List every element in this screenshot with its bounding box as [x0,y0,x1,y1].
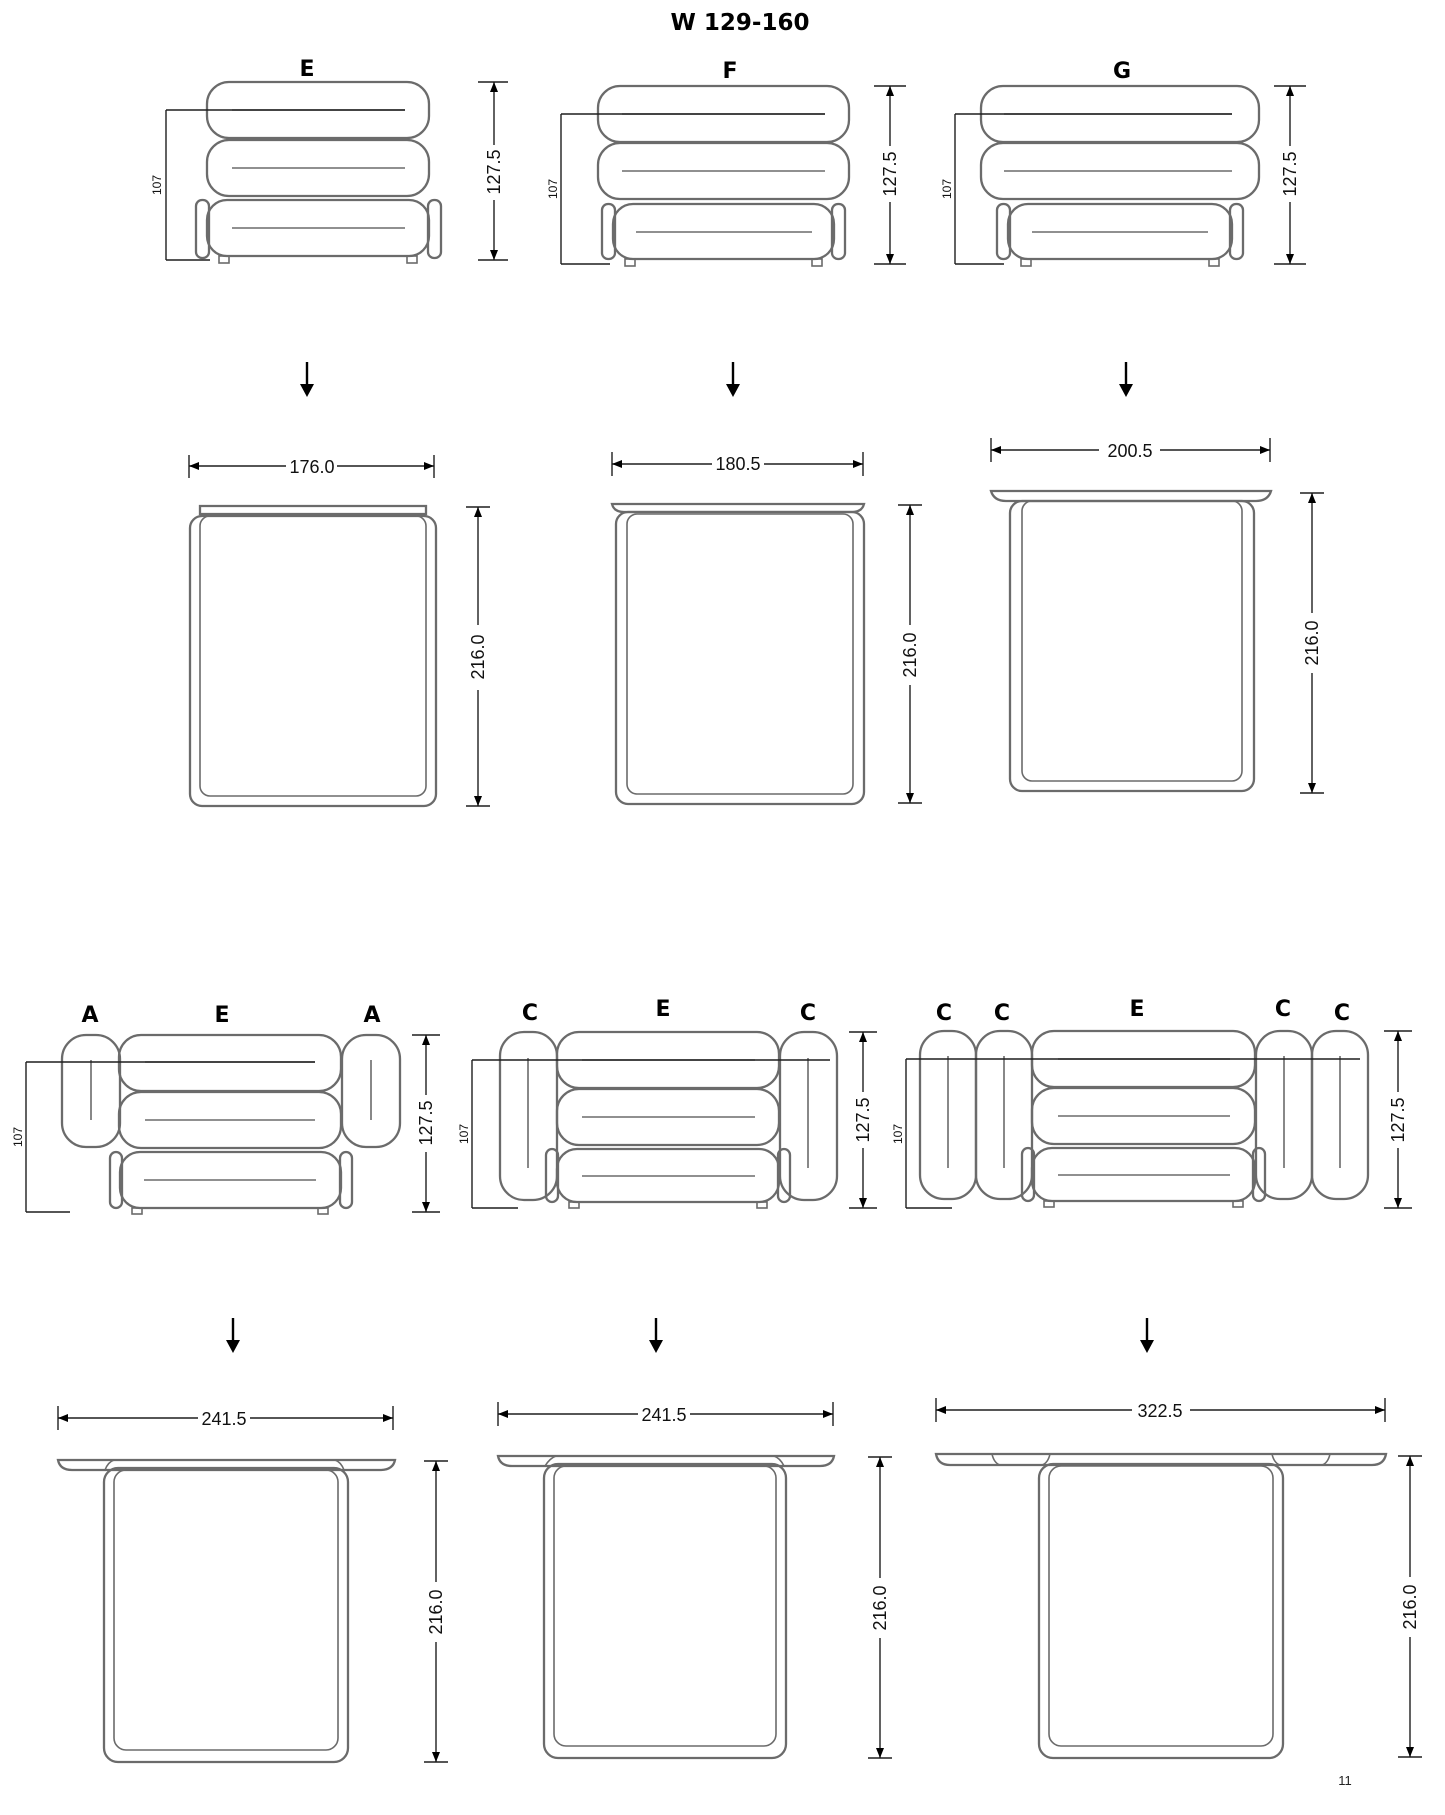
top-view-cec: 241.5 216.0 [496,1402,892,1760]
depth-f: 216.0 [900,632,920,677]
module-label-ccecc-c3: C [1275,997,1291,1022]
seat-height-e: 107 [150,175,164,195]
seat-height-g: 107 [940,179,954,199]
width-aea: 241.5 [201,1409,246,1429]
seat-height-cec: 107 [457,1124,471,1144]
module-label-ccecc-e: E [1129,997,1144,1022]
module-label-ccecc-c4: C [1334,1001,1350,1026]
depth-ccecc: 216.0 [1400,1584,1420,1629]
module-label-cec-c-left: C [522,1001,538,1026]
down-arrow-ccecc [1140,1318,1154,1353]
total-height-e: 127.5 [484,149,504,194]
total-height-g: 127.5 [1280,151,1300,196]
front-view-cec: C E C 107 127.5 [457,997,877,1209]
page-title: W 129-160 [671,10,810,36]
top-view-e: 176.0 216.0 [188,455,490,808]
down-arrow-cec [649,1318,663,1353]
down-arrow-f [726,362,740,397]
top-view-ccecc: 322.5 216.0 [934,1398,1422,1760]
down-arrow-aea [226,1318,240,1353]
width-f: 180.5 [715,454,760,474]
depth-cec: 216.0 [870,1585,890,1630]
module-label-ccecc-c1: C [936,1001,952,1026]
total-height-ccecc: 127.5 [1388,1097,1408,1142]
module-label-aea-a-left: A [81,1003,98,1028]
module-label-cec-c-right: C [800,1001,816,1026]
width-ccecc: 322.5 [1137,1401,1182,1421]
module-label-aea-e: E [214,1003,229,1028]
module-label-cec-e: E [655,997,670,1022]
page-number: 11 [1338,1773,1352,1788]
width-g: 200.5 [1107,441,1152,461]
top-view-f: 180.5 216.0 [610,452,922,806]
depth-aea: 216.0 [426,1589,446,1634]
front-view-g: G 107 127.5 [940,59,1306,267]
front-view-f: F 107 127.5 [546,59,906,267]
module-label-f: F [722,59,737,84]
module-label-ccecc-c2: C [994,1001,1010,1026]
depth-g: 216.0 [1302,620,1322,665]
module-label-e: E [299,57,314,82]
top-view-aea: 241.5 216.0 [56,1406,448,1764]
down-arrow-e [300,362,314,397]
module-label-g: G [1113,59,1131,84]
width-e: 176.0 [289,457,334,477]
depth-e: 216.0 [468,634,488,679]
module-label-aea-a-right: A [363,1003,380,1028]
total-height-cec: 127.5 [853,1097,873,1142]
front-view-ccecc: C C E C C 107 127.5 [891,997,1412,1209]
down-arrow-g [1119,362,1133,397]
total-height-f: 127.5 [880,151,900,196]
front-view-aea: A E A 107 127.5 [11,1003,440,1215]
seat-height-f: 107 [546,179,560,199]
seat-height-aea: 107 [11,1127,25,1147]
top-view-g: 200.5 216.0 [989,438,1324,794]
total-height-aea: 127.5 [416,1100,436,1145]
seat-height-ccecc: 107 [891,1124,905,1144]
front-view-e: E 107 127.5 [150,57,508,264]
width-cec: 241.5 [641,1405,686,1425]
